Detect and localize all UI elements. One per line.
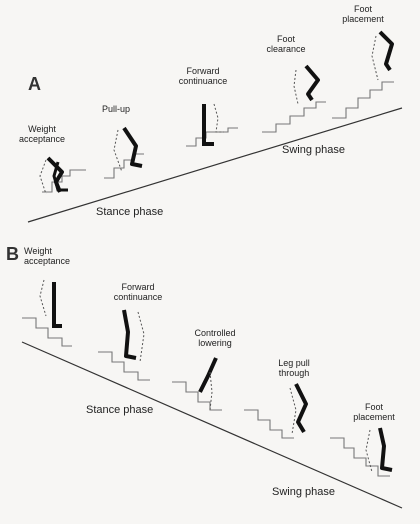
event-label-b3: Controlled lowering: [194, 328, 236, 348]
panel-b-legs: [39, 279, 393, 473]
leg-b3-solid: [198, 357, 218, 393]
event-label-b4: Leg pull through: [278, 358, 310, 378]
leg-a3-solid: [202, 104, 214, 146]
swing-phase-label-a: Swing phase: [282, 144, 345, 156]
panel-a-letter: A: [28, 74, 41, 94]
swing-phase-label-b: Swing phase: [272, 486, 335, 498]
stair-a1: [42, 169, 86, 193]
leg-b3-dashed: [209, 371, 213, 411]
leg-a4-solid: [304, 64, 320, 102]
leg-b5-solid: [378, 427, 393, 472]
event-label-a2: Pull-up: [101, 104, 130, 114]
leg-b4-solid: [294, 383, 308, 434]
leg-b1-dashed: [39, 279, 47, 317]
event-label-b1: Weight acceptance: [24, 246, 71, 266]
leg-a4-dashed: [293, 69, 299, 105]
leg-b2-dashed: [137, 311, 145, 363]
leg-a5-dashed: [371, 35, 379, 81]
stair-b4: [244, 409, 294, 439]
leg-b4-dashed: [289, 387, 297, 435]
event-label-b2: Forward continuance: [113, 282, 163, 302]
stair-b5: [330, 437, 390, 477]
leg-a3-dashed: [213, 103, 224, 133]
panel-b-baseline: [21, 341, 403, 509]
event-label-a5: Foot placement: [342, 4, 384, 24]
event-label-a1: Weight acceptance: [18, 124, 66, 144]
stance-phase-label-b: Stance phase: [86, 404, 154, 416]
leg-a1-dashed: [39, 159, 47, 195]
panel-a-baseline: [27, 107, 403, 223]
leg-b2-solid: [122, 309, 137, 360]
event-label-a3: Forward continuance: [178, 66, 228, 86]
panel-a-stairs: [42, 81, 394, 193]
event-label-a4: Foot clearance: [266, 34, 306, 54]
leg-a2-dashed: [113, 129, 123, 173]
leg-a2-solid: [122, 126, 143, 168]
stair-a4: [262, 101, 326, 133]
leg-a5-solid: [378, 30, 394, 72]
stair-b1: [22, 317, 72, 347]
stair-a5: [332, 81, 394, 119]
panel-b-letter: B: [6, 244, 19, 264]
foot-a1: [52, 161, 68, 192]
panel-a-legs: [39, 30, 394, 195]
stance-phase-label-a: Stance phase: [96, 206, 164, 218]
stair-b2: [98, 351, 150, 381]
stair-b3: [172, 381, 222, 411]
leg-b1-solid: [52, 282, 62, 328]
event-label-b5: Foot placement: [353, 402, 395, 422]
leg-b5-dashed: [365, 429, 373, 473]
